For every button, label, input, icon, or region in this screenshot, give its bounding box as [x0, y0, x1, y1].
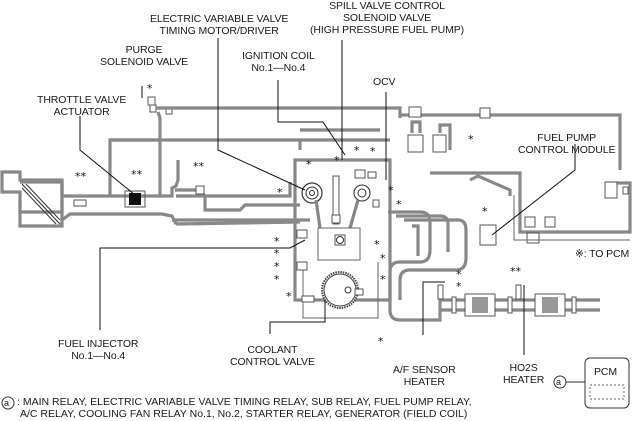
legend-line-1: : MAIN RELAY, ELECTRIC VARIABLE VALVE TI… — [17, 396, 472, 408]
label-line: IGNITION COIL — [242, 50, 315, 62]
label-line: SOLENOID VALVE — [342, 12, 432, 24]
purge-valve — [147, 96, 402, 140]
label-line: HEATER — [503, 374, 545, 386]
svg-text:*: * — [306, 158, 312, 171]
svg-text:**: ** — [193, 160, 205, 173]
label-line: OCV — [373, 76, 396, 88]
legend-line-2: A/C RELAY, COOLING FAN RELAY No.1, No.2,… — [20, 408, 468, 420]
svg-text:**: ** — [75, 170, 87, 183]
label-spill-valve: SPILL VALVE CONTROL SOLENOID VALVE (HIGH… — [310, 0, 464, 36]
svg-text:**: ** — [131, 168, 143, 181]
to-pcm-markers: * ** ** ** * * * * * * * * * * * * * * *… — [75, 82, 522, 348]
svg-text:*: * — [274, 235, 280, 248]
svg-text:*: * — [277, 186, 283, 199]
legend-marker-a: a — [4, 398, 9, 408]
svg-text:*: * — [274, 260, 280, 273]
label-line: HO2S — [509, 362, 538, 374]
leader-lines — [79, 38, 576, 355]
label-line: HEATER — [403, 376, 445, 388]
label-line: No.1—No.4 — [251, 62, 306, 74]
pcm-box — [1, 357, 630, 410]
label-line: CONTROL MODULE — [518, 144, 616, 156]
label-line: ACTUATOR — [53, 106, 110, 118]
label-pcm: PCM — [594, 366, 618, 378]
svg-text:*: * — [388, 184, 394, 197]
svg-text:*: * — [456, 280, 462, 293]
svg-text:*: * — [274, 247, 280, 260]
label-af-sensor-heater: A/F SENSOR HEATER — [393, 364, 456, 388]
svg-text:*: * — [380, 273, 386, 286]
label-line: SPILL VALVE CONTROL — [329, 0, 445, 12]
label-line: TIMING MOTOR/DRIVER — [159, 25, 279, 37]
svg-text:*: * — [378, 335, 384, 348]
label-ocv: OCV — [373, 76, 396, 88]
svg-text:*: * — [370, 145, 376, 158]
label-throttle-actuator: THROTTLE VALVE ACTUATOR — [37, 94, 126, 118]
label-evvt-motor: ELECTRIC VARIABLE VALVE TIMING MOTOR/DRI… — [150, 13, 288, 37]
fuel-system — [430, 171, 632, 246]
label-fuel-injector: FUEL INJECTOR No.1—No.4 — [58, 338, 138, 362]
label-line: THROTTLE VALVE — [37, 94, 127, 106]
label-to-pcm: ※: TO PCM — [575, 248, 630, 260]
label-ignition-coil: IGNITION COIL No.1—No.4 — [242, 50, 315, 74]
label-line: No.1—No.4 — [71, 350, 126, 362]
svg-text:*: * — [334, 154, 340, 167]
exhaust-manifold — [388, 210, 468, 322]
svg-text:*: * — [354, 144, 360, 157]
label-line: FUEL INJECTOR — [58, 338, 139, 350]
svg-text:*: * — [380, 252, 386, 265]
throttle-body — [129, 193, 141, 205]
label-line: (HIGH PRESSURE FUEL PUMP) — [310, 24, 465, 36]
svg-text:*: * — [468, 133, 474, 146]
svg-text:*: * — [482, 205, 488, 218]
label-purge-valve: PURGE SOLENOID VALVE — [100, 44, 188, 68]
label-line: FUEL PUMP — [537, 132, 597, 144]
label-line: PURGE — [125, 44, 163, 56]
svg-text:*: * — [456, 268, 462, 281]
label-coolant-valve: COOLANT CONTROL VALVE — [230, 344, 315, 368]
label-fuel-pump-module: FUEL PUMP CONTROL MODULE — [518, 132, 615, 156]
exhaust-pipe — [437, 284, 600, 317]
intake-duct — [60, 138, 310, 226]
air-cleaner — [0, 170, 64, 228]
label-line: SOLENOID VALVE — [100, 56, 189, 68]
svg-text:*: * — [286, 290, 292, 303]
svg-text:*: * — [147, 82, 153, 95]
label-ho2s-heater: HO2S HEATER — [503, 362, 544, 386]
label-line: ELECTRIC VARIABLE VALVE — [150, 13, 289, 25]
label-line: A/F SENSOR — [393, 364, 456, 376]
svg-text:**: ** — [510, 265, 522, 278]
svg-text:*: * — [396, 198, 402, 211]
label-line: CONTROL VALVE — [230, 356, 315, 368]
pcm-marker-a: a — [556, 377, 561, 387]
svg-text:*: * — [374, 238, 380, 251]
svg-text:*: * — [274, 273, 280, 286]
label-line: COOLANT — [247, 344, 298, 356]
